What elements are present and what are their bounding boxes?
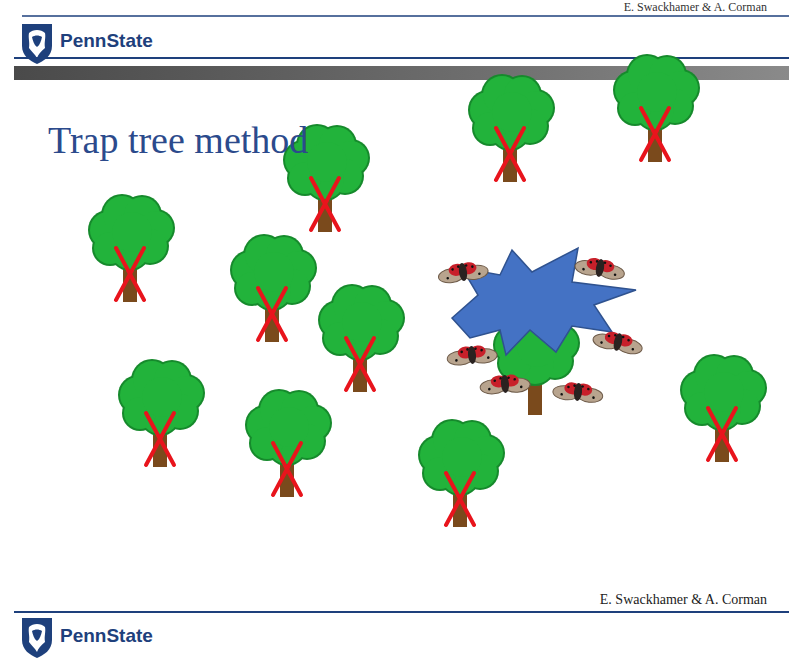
lanternfly [446, 344, 497, 366]
red-cross [258, 288, 286, 340]
removed-tree [680, 354, 767, 462]
tree-crown [318, 284, 405, 361]
red-cross [446, 473, 474, 525]
lanternfly [437, 260, 489, 285]
red-cross [346, 338, 374, 390]
red-cross [273, 443, 301, 495]
tree-crown [230, 234, 317, 311]
tree-crown [680, 354, 767, 431]
red-cross [496, 128, 524, 180]
lanternfly [479, 373, 530, 394]
removed-tree [88, 194, 175, 302]
red-cross [641, 108, 669, 160]
burst-shape [452, 248, 636, 355]
tree-crown [88, 194, 175, 271]
tree-crown [418, 419, 505, 496]
removed-tree [613, 54, 700, 162]
logo-wordmark: PennState [60, 30, 153, 52]
removed-tree [418, 419, 505, 527]
tree-crown [613, 54, 700, 131]
lanternfly [592, 328, 645, 356]
logo-wordmark: PennState [60, 625, 153, 647]
tree-crown [118, 359, 205, 436]
trap-tree [437, 248, 644, 415]
red-cross [146, 413, 174, 465]
lanternfly [574, 255, 626, 281]
removed-tree [468, 74, 555, 182]
author-credit: E. Swackhamer & A. Corman [600, 592, 767, 608]
removed-tree [245, 389, 332, 497]
lanternfly [552, 380, 604, 403]
logo-shield [22, 618, 52, 658]
removed-tree [118, 359, 205, 467]
removed-tree [318, 284, 405, 392]
removed-tree [230, 234, 317, 342]
slide-title: Trap tree method [48, 118, 308, 162]
footer-rule [14, 611, 789, 613]
tree-crown [468, 74, 555, 151]
tree-crown [245, 389, 332, 466]
red-cross [708, 408, 736, 460]
header-rule [22, 15, 789, 17]
author-credit: E. Swackhamer & A. Corman [624, 0, 767, 15]
red-cross [116, 248, 144, 300]
red-cross [311, 178, 339, 230]
